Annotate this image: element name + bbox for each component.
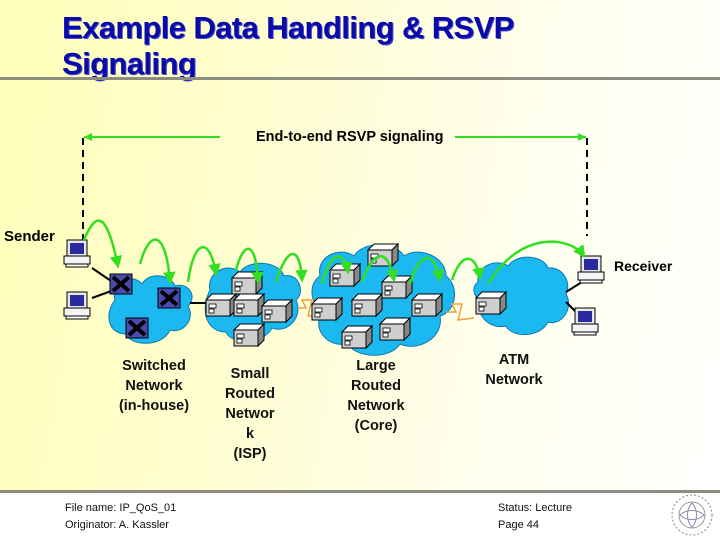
end-to-end-arrow: [82, 133, 588, 240]
status: Status: Lecture: [498, 502, 572, 514]
receiver-pc-1: [577, 255, 605, 284]
serial-links: [298, 299, 475, 321]
network-diagram: [63, 133, 605, 356]
receiver-label: Receiver: [614, 258, 673, 274]
receiver-pc-2: [571, 307, 599, 336]
title-line-1: Example Data Handling & RSVP: [62, 10, 514, 45]
footer-left: File name: IP_QoS_01 Originator: A. Kass…: [65, 500, 176, 534]
small-routed-network-label: Small Routed Networ k (ISP): [225, 366, 275, 462]
file-name: File name: IP_QoS_01: [65, 502, 177, 514]
sender-pc-2: [63, 291, 91, 320]
university-seal-icon: [671, 494, 713, 536]
slide-background: [0, 0, 720, 490]
hop-signaling-arrows: [82, 219, 586, 285]
footer-right: Status: Lecture Page 44: [498, 500, 572, 534]
title-line-2: Signaling: [62, 46, 197, 81]
atm-network-label: ATM Network: [485, 352, 543, 388]
page-number: Page 44: [498, 519, 539, 531]
switched-network-label: Switched Network (in-house): [118, 358, 190, 414]
end-to-end-label: End-to-end RSVP signaling: [256, 129, 444, 145]
slide-title: Example Data Handling & RSVP Signaling: [62, 10, 622, 82]
large-routed-network-label: Large Routed Network (Core): [347, 358, 405, 434]
originator: Originator: A. Kassler: [65, 519, 169, 531]
title-divider: [0, 77, 720, 80]
sender-label: Sender: [4, 228, 55, 245]
footer-divider: [0, 490, 720, 493]
sender-pc-1: [63, 239, 91, 268]
